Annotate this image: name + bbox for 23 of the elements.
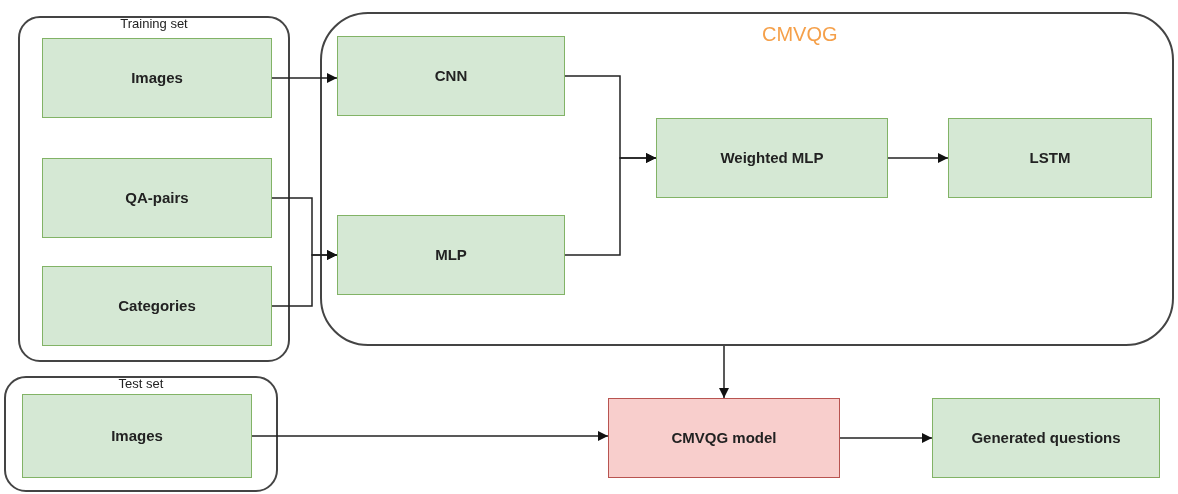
group-title: Training set	[119, 17, 189, 30]
process-box: CMVQG model	[608, 398, 840, 478]
group-title: Test set	[117, 377, 165, 390]
process-box: MLP	[337, 215, 565, 295]
group-container	[18, 16, 290, 362]
group-container	[320, 12, 1174, 346]
process-box: Generated questions	[932, 398, 1160, 478]
process-box: Categories	[42, 266, 272, 346]
group-title: CMVQG	[762, 24, 838, 44]
process-box: QA-pairs	[42, 158, 272, 238]
process-box: Images	[42, 38, 272, 118]
process-box: CNN	[337, 36, 565, 116]
process-box: Images	[22, 394, 252, 478]
arrow	[271, 249, 338, 307]
arrow	[251, 430, 609, 442]
arrow	[887, 152, 949, 164]
arrow	[271, 72, 338, 84]
arrow	[718, 345, 730, 399]
arrow	[839, 432, 933, 444]
process-box: LSTM	[948, 118, 1152, 198]
group-container	[4, 376, 278, 492]
process-box: Weighted MLP	[656, 118, 888, 198]
arrow	[564, 152, 657, 256]
